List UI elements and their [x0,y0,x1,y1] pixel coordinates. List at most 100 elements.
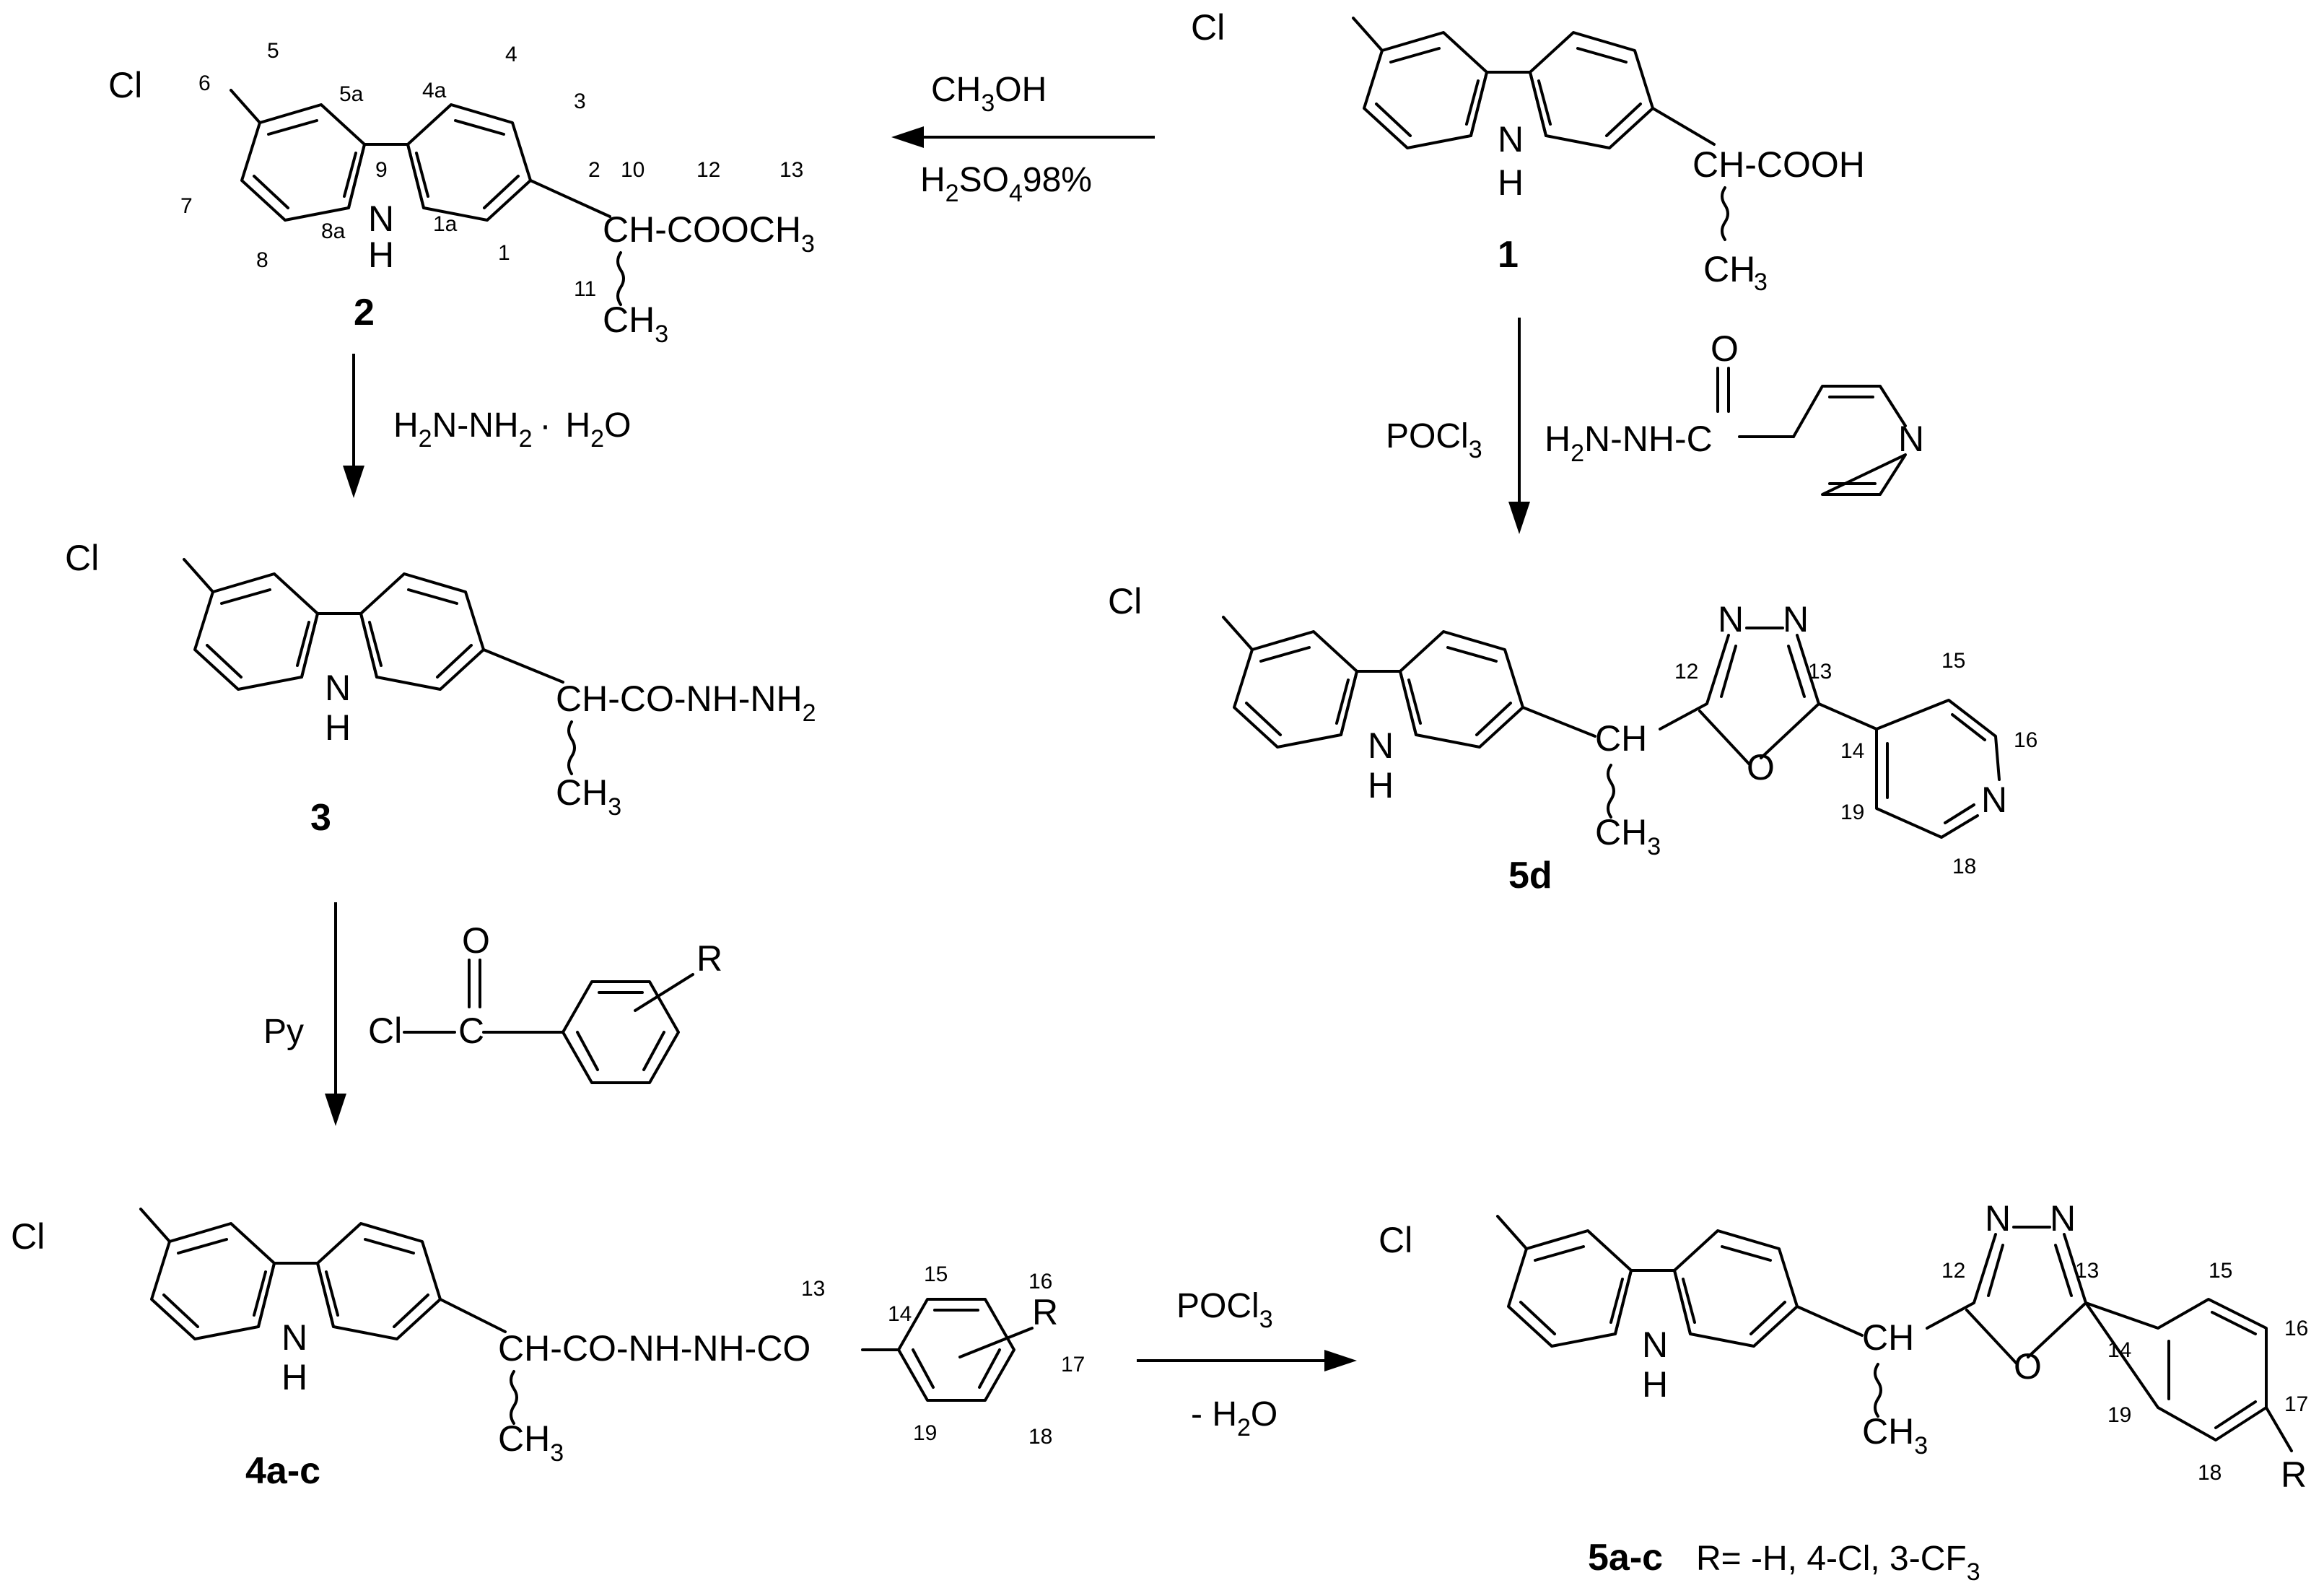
arrow-hydrazinolysis: H2N-NH2·H2O [343,354,631,498]
compound-2-label: 2 [354,292,375,333]
svg-text:14: 14 [888,1302,912,1326]
compound-5a-c: Cl N H CH CH3 N N O R 5a-c R= -H, 4-Cl, … [1379,1198,2308,1586]
svg-text:14: 14 [1840,739,1864,763]
atom-numbering-2: 6 5 5a 4a 4 3 2 10 12 13 9 7 8a 1a 1 8 1… [180,39,803,301]
svg-text:H2N-NH-C: H2N-NH-C [1545,419,1713,467]
nh-h-label: H [325,707,351,748]
nh-h-label: H [1642,1364,1668,1405]
compound-3-label: 3 [310,797,331,839]
svg-text:9: 9 [375,158,388,182]
svg-text:4a: 4a [422,79,447,102]
svg-text:N: N [1898,419,1924,459]
reagent-minus-water: - H2O [1191,1395,1277,1441]
svg-text:17: 17 [2284,1392,2308,1416]
svg-text:3: 3 [574,90,586,113]
svg-text:R: R [696,938,722,979]
svg-text:12: 12 [1674,660,1698,684]
cl-label: Cl [368,1011,402,1051]
nh-h-label: H [281,1357,307,1397]
nh-n-label: N [325,668,351,708]
arrow-cyclization: POCl3 - H2O [1137,1287,1357,1441]
svg-text:N: N [1985,1198,2011,1239]
svg-text:4: 4 [505,43,517,66]
r-group-definition: R= -H, 4-Cl, 3-CF3 [1696,1540,1980,1586]
cl-label: Cl [1379,1220,1412,1260]
svg-text:13: 13 [779,158,803,182]
reagent-isoniazid: H2N-NH-C O N [1545,328,1924,496]
svg-text:12: 12 [696,158,720,182]
svg-text:O: O [1711,328,1739,369]
cl-label: Cl [1108,581,1142,621]
reagent-sulfuric-acid: H2SO498% [920,161,1092,207]
svg-text:2: 2 [588,158,600,182]
svg-text:1a: 1a [433,212,458,236]
svg-text:1: 1 [498,241,510,265]
reagent-pocl3: POCl3 [1386,417,1482,463]
compound-1: Cl N H CH-COOH CH 3 1 [1191,7,1865,296]
reagent-methanol: CH3OH [931,71,1047,117]
compound-3: Cl N H CH-CO-NH-NH2 CH3 3 [65,538,816,839]
svg-text:5: 5 [267,39,279,63]
ch3-label: CH3 [1595,812,1661,860]
reagent-hydrazine-hydrate: H2N-NH2·H2O [393,406,631,453]
svg-text:18: 18 [2198,1461,2222,1485]
ch-co-nh-nh2-label: CH-CO-NH-NH2 [556,679,816,727]
svg-text:N: N [2050,1198,2076,1239]
svg-text:8a: 8a [321,219,346,243]
svg-text:19: 19 [913,1421,937,1445]
nh-n-label: N [1498,119,1524,160]
svg-text:15: 15 [924,1262,948,1286]
svg-text:5a: 5a [339,82,364,106]
svg-text:8: 8 [256,248,268,272]
reagent-benzoyl-chloride: Cl C O R [368,920,722,1084]
svg-text:19: 19 [2107,1403,2131,1427]
nh-h-label: H [1368,765,1394,806]
svg-text:14: 14 [2107,1338,2131,1362]
ch3-label: CH3 [1862,1411,1928,1460]
svg-text:13: 13 [801,1277,825,1301]
compound-2: Cl N H CH-COOCH3 CH3 2 6 5 5a 4a 4 3 2 1… [108,39,815,348]
ch-label: CH [1595,718,1647,759]
cl-label: Cl [1191,7,1225,48]
svg-text:R: R [2281,1454,2307,1495]
svg-text:19: 19 [1840,800,1864,824]
arrow-esterification: CH3OH H2SO498% [891,71,1155,207]
ch3-label: CH [1703,249,1755,289]
svg-text:6: 6 [198,71,211,95]
svg-text:13: 13 [1808,660,1832,684]
svg-text:12: 12 [1941,1259,1965,1283]
svg-text:O: O [462,920,490,961]
arrow-oxadiazole-formation: POCl3 H2N-NH-C O N [1386,318,1924,534]
svg-text:N: N [1783,599,1809,640]
ch3-label: CH3 [498,1418,564,1467]
svg-text:18: 18 [1952,855,1976,878]
ch3-label: CH3 [556,772,621,821]
ch-cooh-label: CH-COOH [1692,144,1865,185]
ch3-label: CH3 [603,300,668,348]
reagent-pyridine: Py [263,1013,304,1051]
svg-text:O: O [2014,1346,2042,1387]
nh-n-label: N [368,198,394,239]
nh-h-label: H [1498,162,1524,203]
ch-cooch3-label: CH-COOCH3 [603,209,815,258]
svg-text:7: 7 [180,194,193,218]
svg-text:N: N [1981,780,2007,820]
cl-label: Cl [65,538,99,578]
svg-text:16: 16 [1028,1270,1052,1293]
svg-text:15: 15 [1941,649,1965,673]
cl-label: Cl [108,65,142,105]
svg-text:16: 16 [2014,728,2037,752]
atom-numbering-5d: 12 13 15 14 16 19 18 [1674,649,2037,878]
ch-label: CH [1862,1317,1914,1358]
compound-5a-c-label: 5a-c [1588,1537,1663,1579]
atom-numbering-4: 13 14 15 16 17 19 18 [801,1262,1085,1449]
nh-n-label: N [1368,725,1394,766]
svg-text:N: N [1718,599,1744,640]
compound-1-label: 1 [1498,234,1519,276]
svg-text:16: 16 [2284,1317,2308,1340]
nh-h-label: H [368,235,394,275]
svg-text:15: 15 [2209,1259,2232,1283]
ch-co-nh-nh-co-label: CH-CO-NH-NH-CO [498,1328,811,1369]
svg-text:17: 17 [1061,1353,1085,1377]
